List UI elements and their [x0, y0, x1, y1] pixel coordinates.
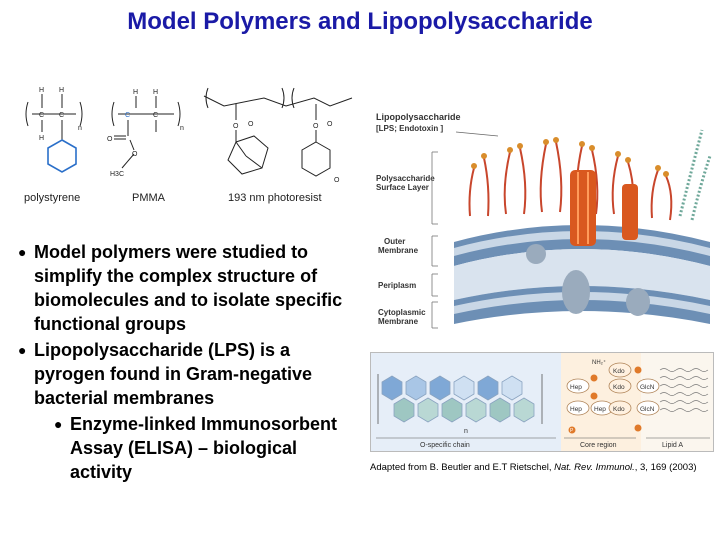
outer-membrane-label: Membrane	[378, 246, 419, 255]
citation-suffix: , 3, 169 (2003)	[634, 462, 697, 473]
atom-o-label: O	[327, 121, 333, 128]
periplasm-label: Periplasm	[378, 281, 416, 290]
citation: Adapted from B. Beutler and E.T Rietsche…	[370, 462, 718, 473]
bullet-dot-icon: ●	[18, 342, 27, 358]
outer-membrane-inner-layer	[454, 231, 710, 256]
sub-bullet-text: Enzyme-linked Immunosorbent Assay (ELISA…	[70, 414, 338, 482]
lipid-a-label: Lipid A	[662, 442, 683, 449]
core-sugar-nodes	[566, 362, 660, 416]
methyl-label: H3C	[110, 171, 124, 178]
atom-h-label: H	[39, 135, 44, 142]
bullet-list: ● Model polymers were studied to simplif…	[18, 240, 358, 484]
bacterial-membrane-figure: Lipopolysaccharide [LPS; Endotoxin ] Pol…	[370, 96, 714, 340]
repeat-n-label: n	[464, 428, 468, 435]
pmma-label: PMMA	[132, 192, 166, 204]
citation-prefix: Adapted from B. Beutler and E.T Rietsche…	[370, 462, 555, 473]
o-antigen-hexagons	[381, 375, 535, 423]
atom-h-label: H	[133, 89, 138, 96]
bullet-item: ● Lipopolysaccharide (LPS) is a pyrogen …	[18, 338, 358, 410]
hep-sugar-label: Hep	[570, 384, 582, 391]
atom-h-label: H	[153, 89, 158, 96]
phosphate-label: P	[570, 428, 574, 434]
membrane-proteins	[526, 244, 650, 316]
polystyrene-structure	[25, 94, 83, 173]
atom-o-label: O	[233, 123, 239, 130]
atom-c-label: C	[59, 112, 64, 119]
polystyrene-label: polystyrene	[24, 192, 80, 204]
lps-structure-figure: n Hep Hep Hep Kdo Kdo Kdo GlcN GlcN NH₂⁺…	[370, 352, 714, 452]
subscript-n-label: n	[78, 125, 82, 132]
cytoplasmic-membrane-label: Membrane	[378, 317, 419, 326]
polysaccharide-label: Polysaccharide	[376, 174, 435, 183]
atom-o-label: O	[248, 121, 254, 128]
photoresist-label: 193 nm photoresist	[228, 192, 322, 204]
atom-o-label: O	[334, 177, 340, 184]
phosphate-groups	[568, 366, 642, 434]
atom-o-label: O	[313, 123, 319, 130]
bullet-text: Model polymers were studied to simplify …	[34, 242, 343, 334]
kdo-sugar-label: Kdo	[613, 406, 625, 413]
photoresist-structure	[203, 87, 353, 177]
atom-h-label: H	[59, 87, 64, 94]
atom-c-label: C	[39, 112, 44, 119]
kdo-sugar-label: Kdo	[613, 368, 625, 375]
o-specific-chain-label: O-specific chain	[420, 442, 470, 449]
hep-sugar-label: Hep	[594, 406, 606, 413]
lps-terminals	[471, 137, 669, 177]
lipid-a-acyl-chains	[659, 368, 709, 412]
surface-polysaccharide-chains	[678, 129, 712, 221]
slide-title: Model Polymers and Lipopolysaccharide	[127, 8, 593, 35]
surface-layer-label: Surface Layer	[376, 183, 429, 192]
cytoplasmic-label: Cytoplasmic	[378, 308, 426, 317]
citation-journal: Nat. Rev. Immunol.	[554, 462, 635, 473]
bullet-text: Lipopolysaccharide (LPS) is a pyrogen fo…	[34, 340, 313, 408]
hep-sugar-label: Hep	[570, 406, 582, 413]
membrane-bracket	[431, 151, 438, 329]
outer-label: Outer	[384, 237, 405, 246]
atom-h-label: H	[39, 87, 44, 94]
subscript-n-label: n	[180, 125, 184, 132]
atom-c-label: C	[153, 112, 158, 119]
core-region-label: Core region	[580, 442, 617, 449]
amine-label: NH₂⁺	[592, 359, 606, 366]
bullet-dot-icon: ●	[18, 244, 27, 260]
pmma-structure	[111, 96, 181, 169]
kdo-sugar-label: Kdo	[613, 384, 625, 391]
lps-label: Lipopolysaccharide	[376, 112, 461, 122]
porin-protein	[570, 170, 638, 246]
polymer-structures-figure: H H C C H n polystyrene H H C C O O H3C …	[24, 87, 353, 204]
endotoxin-label: [LPS; Endotoxin ]	[376, 124, 443, 133]
atom-c-label: C	[125, 112, 130, 119]
bullet-item: ● Model polymers were studied to simplif…	[18, 240, 358, 336]
sub-bullet-item: ● Enzyme-linked Immunosorbent Assay (ELI…	[18, 412, 358, 484]
atom-o-label: O	[132, 151, 138, 158]
glcn-sugar-label: GlcN	[640, 406, 655, 413]
bullet-dot-icon: ●	[54, 416, 63, 432]
glcn-sugar-label: GlcN	[640, 384, 655, 391]
atom-o-label: O	[107, 136, 113, 143]
